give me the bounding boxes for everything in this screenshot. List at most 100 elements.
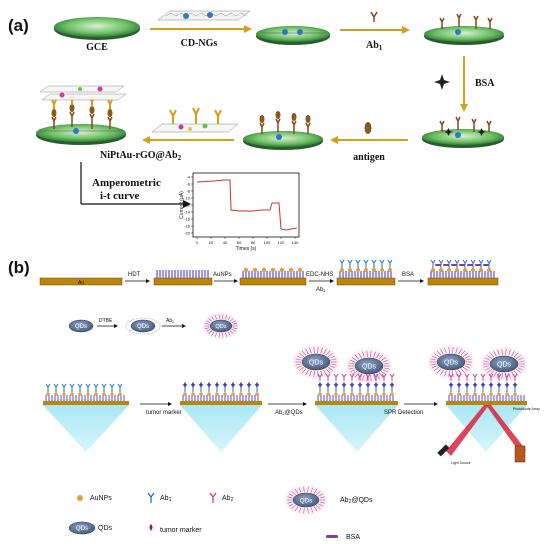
- ab2-qds-cluster-1: QDs: [293, 345, 339, 379]
- ab2-antibody: [309, 370, 312, 377]
- ab2-antibody: [333, 373, 339, 381]
- ab2-antibody: [380, 371, 387, 376]
- ab2-antibody: [298, 507, 302, 513]
- ab2-antibody: [313, 347, 315, 354]
- ab2-antibody: [298, 487, 302, 493]
- ab2-antibody: [484, 357, 491, 361]
- tumor-marker: [450, 382, 452, 387]
- ab2-antibody: [351, 356, 358, 361]
- ab2-antibody: [316, 505, 321, 510]
- aunp-particle: [215, 392, 219, 396]
- ab2-step-label: Ab2: [166, 318, 174, 324]
- arrow-step5: [142, 136, 234, 144]
- aunp-particle: [473, 392, 477, 396]
- ab2-antibody: [483, 360, 490, 363]
- it-ytick-label: -4: [186, 175, 190, 180]
- tumor-marker: [498, 382, 500, 387]
- qd-core: [301, 353, 331, 371]
- it-ytick-label: -18: [184, 224, 191, 229]
- ab2-antibody: [307, 486, 309, 493]
- it-xtick-label: 140: [292, 240, 299, 245]
- ab2-antibody: [218, 332, 220, 338]
- arrow-step2: [340, 26, 410, 34]
- it-xtick-label: 60: [237, 240, 242, 245]
- qds-bare: QDs: [68, 319, 94, 333]
- ab2-antibody: [323, 348, 327, 355]
- spr-prism-2: [180, 382, 262, 452]
- it-ytick-label: -20: [184, 231, 191, 236]
- tumor-marker: [200, 382, 202, 387]
- bsa-block: [483, 264, 489, 266]
- ab2-antibody: [462, 367, 469, 372]
- arrow-ab2qds: [268, 402, 307, 406]
- aunp-particle: [243, 267, 249, 273]
- ab1-antibody: [478, 259, 484, 268]
- ab2-antibody: [319, 496, 325, 499]
- aunps-step-label: AuNPs: [213, 272, 232, 278]
- nipt-probe-icon: [151, 107, 239, 133]
- ab2-antibody: [211, 331, 215, 336]
- qd-core-label: QDs: [300, 497, 313, 504]
- ab1-antibody: [363, 259, 369, 268]
- aunp-particle: [255, 392, 259, 396]
- aunp-particle: [102, 392, 106, 396]
- it-xtick-label: 120: [278, 240, 285, 245]
- ab2-antibody: [486, 369, 493, 374]
- ab2-antibody: [214, 315, 218, 320]
- ab2-antibody: [493, 371, 497, 378]
- ab2-antibody: [288, 493, 294, 497]
- aunp-particle: [513, 392, 517, 396]
- legend-ab2: Ab2: [209, 492, 234, 503]
- qd-core: [354, 357, 384, 375]
- tumor-marker: [466, 382, 468, 387]
- ab2-antibody: [433, 367, 440, 372]
- spr-prism-3: [315, 373, 398, 452]
- ab2-antibody: [513, 352, 519, 358]
- qd-core: [489, 355, 519, 373]
- bsa-block: [435, 264, 441, 266]
- ab2-antibody: [206, 328, 211, 332]
- bsa-star-icon: [434, 74, 450, 90]
- ab2-antibody: [354, 354, 360, 360]
- qd-core-label: QDs: [309, 360, 324, 367]
- ab2-antibody: [327, 367, 334, 372]
- ab2-antibody: [288, 503, 294, 507]
- ab2-antibody: [480, 373, 486, 381]
- ab2-antibody: [214, 332, 218, 337]
- qds-dtbe-label: QDs: [137, 324, 149, 330]
- ab1-antibody: [454, 259, 460, 268]
- aunp-particle: [372, 268, 376, 272]
- tumor-marker: [232, 382, 234, 387]
- legend-qds-inner: QDs: [76, 526, 88, 532]
- ab2-antibody: [383, 362, 390, 365]
- tumor-marker: [184, 382, 186, 387]
- bsa-block: [467, 264, 473, 266]
- ab2-antibody: [465, 358, 472, 361]
- tumor-marker: [506, 382, 508, 387]
- tumor-marker: [256, 382, 258, 387]
- ab2-antibody: [287, 496, 293, 499]
- ab2-antibody: [370, 351, 372, 358]
- ab1-antibody: [117, 383, 123, 392]
- aunp-particle: [356, 268, 360, 272]
- aunp-particle: [358, 392, 362, 396]
- ab1-antibody: [61, 383, 67, 392]
- ab2-antibody: [484, 367, 491, 371]
- aunp-particle: [78, 392, 82, 396]
- ab2-antibody: [501, 372, 503, 379]
- ab2-antibody: [303, 507, 305, 514]
- ab2-antibody: [301, 350, 307, 356]
- ab1-antibody: [45, 383, 51, 392]
- ab2-qds-small: QDs: [202, 312, 240, 340]
- edc-nhs-label: EDC-NHS: [306, 272, 333, 278]
- aunp-particle: [54, 392, 58, 396]
- ab2-antibody: [208, 330, 213, 334]
- ab2-antibody: [204, 322, 210, 325]
- ab2-antibody: [318, 503, 324, 507]
- electrode-ab1: [424, 13, 504, 45]
- au-chip-hdt: [153, 270, 213, 286]
- ab2-antibody: [330, 363, 337, 366]
- aunp-particle: [439, 268, 443, 272]
- au-chip-label: Au: [78, 280, 84, 286]
- ab1-antibody: [101, 383, 107, 392]
